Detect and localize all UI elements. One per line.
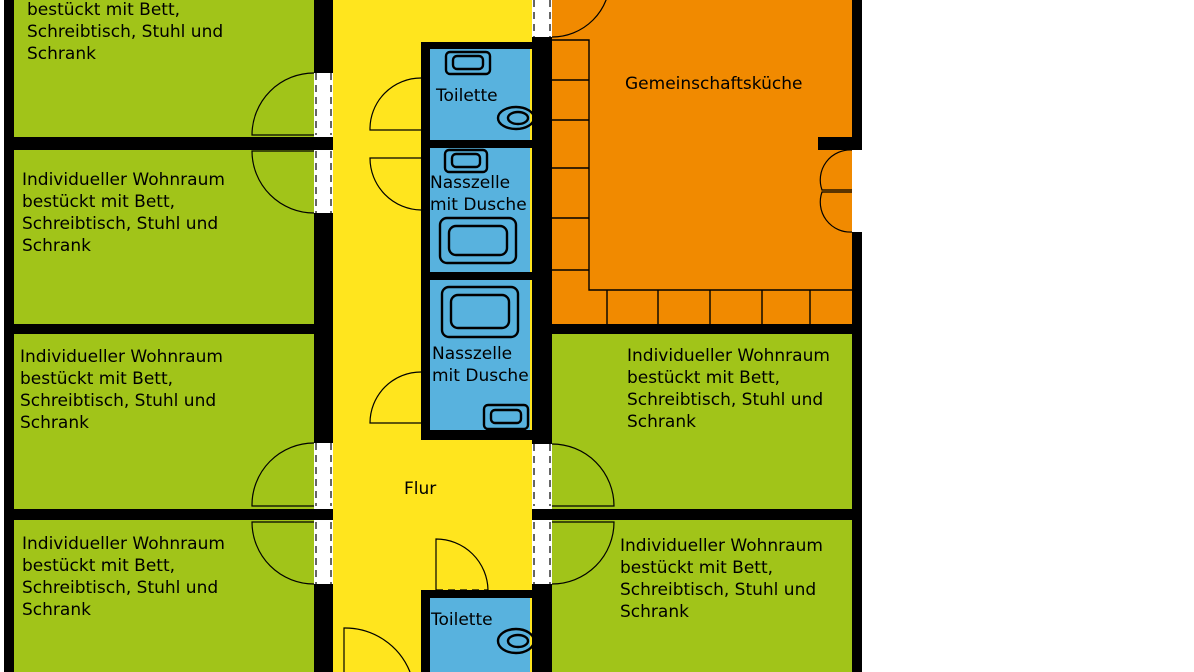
wetroom-1-label: Nasszelle mit Dusche — [430, 173, 527, 215]
room-left-2-label: Individueller Wohnraum bestückt mit Bett… — [22, 170, 230, 256]
room-right-2-floor — [552, 520, 852, 672]
wetroom-1-floor — [430, 148, 530, 272]
room-right-2-label: Individueller Wohnraum bestückt mit Bett… — [620, 536, 828, 622]
room-right-1-label: Individueller Wohnraum bestückt mit Bett… — [627, 346, 835, 432]
room-left-1-floor — [14, 0, 314, 137]
kitchen-floor — [552, 0, 852, 324]
room-left-3-floor — [14, 334, 314, 509]
room-left-1-label: bestückt mit Bett, Schreibtisch, Stuhl u… — [27, 0, 229, 64]
kitchen-label: Gemeinschaftsküche — [625, 74, 802, 94]
walls — [4, 0, 862, 672]
toilet-top-label: Toilette — [435, 86, 498, 106]
toilet-bottom-label: Toilette — [430, 610, 493, 630]
room-left-4-label: Individueller Wohnraum bestückt mit Bett… — [22, 534, 230, 620]
wetroom-2-label: Nasszelle mit Dusche — [432, 344, 529, 386]
room-left-4-floor — [14, 520, 314, 672]
room-left-3-label: Individueller Wohnraum bestückt mit Bett… — [20, 347, 228, 433]
fixtures — [438, 50, 536, 655]
doors — [251, 0, 853, 672]
corridor-label: Flur — [404, 479, 436, 499]
kitchen-counter — [552, 39, 852, 324]
room-right-1-floor — [552, 334, 852, 509]
room-left-2-floor — [14, 150, 314, 324]
